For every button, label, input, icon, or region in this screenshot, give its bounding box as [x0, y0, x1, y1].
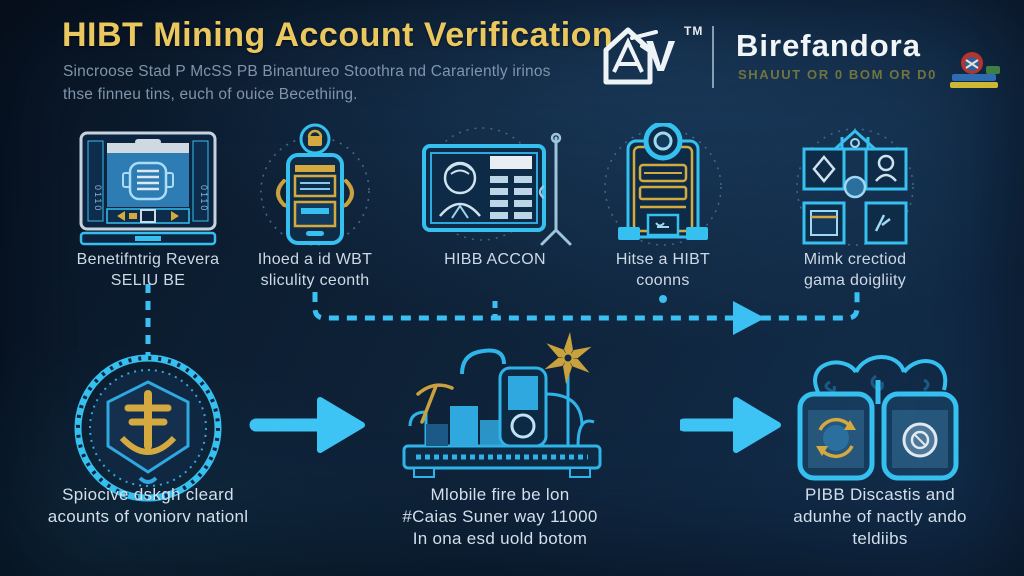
company-logo: V TM [598, 20, 718, 98]
mining-rig-icon [392, 330, 612, 480]
device-side-text-2: 0110 [199, 185, 209, 212]
step-device-setup: 0110 0110 Benetifntrig Revera SELIU B [53, 128, 243, 294]
connector-main-dashed [312, 292, 860, 321]
device-side-text: 0110 [93, 185, 103, 212]
arrow-right-icon [680, 394, 784, 456]
house-shield-icon [603, 27, 658, 85]
flow-label-rig: Mlobile fire be lon #Caias Suner way 110… [402, 485, 598, 548]
dashed-arrowhead-icon [733, 301, 765, 335]
page-title: HIBT Mining Account Verification [62, 16, 614, 54]
arrow-right-icon [246, 394, 370, 456]
page-subtitle: Sincroose Stad P McSS PB Binantureo Stoo… [63, 60, 551, 107]
step-scanner-terminal: Hitse a HIBT coonns [568, 123, 758, 294]
brand-name: Birefandora [736, 28, 921, 63]
subtitle-line-1: Sincroose Stad P McSS PB Binantureo Stoo… [63, 63, 551, 80]
step-modules-grid: Mimk crectiod gama doigliity [760, 128, 950, 294]
trademark-label: TM [684, 24, 704, 38]
connector-step4-dot [659, 295, 667, 303]
logo-letter: V [646, 32, 676, 81]
step-label: Ihoed a id WBT sliculity ceonth [257, 251, 373, 289]
step-secure-phone: Ihoed a id WBT sliculity ceonth [220, 123, 410, 294]
storage-tanks-icon [786, 346, 970, 486]
step-label: Mimk crectiod gama doigliity [803, 251, 907, 289]
step-account-panel: HIBB ACCON [400, 127, 590, 294]
phone-security-icon [248, 123, 382, 246]
brand-divider [712, 26, 714, 88]
id-panel-icon [410, 127, 580, 246]
verified-badge-icon [66, 350, 230, 514]
brand-emblem-icon [946, 50, 1004, 92]
subtitle-line-2: thse finneu tins, euch of ouice Becethii… [63, 86, 358, 104]
step-label: Benetifntrig Revera SELIU BE [76, 251, 220, 289]
flow-label-tanks: PIBB Discastis and adunhe of nactly ando… [793, 485, 967, 548]
step-label: HIBB ACCON [444, 251, 546, 268]
modules-grid-icon [780, 128, 930, 246]
step-label: Hitse a HIBT coonns [615, 251, 711, 289]
brand-tagline: SHAUUT OR 0 BOM OR D0 [738, 67, 938, 82]
tablet-miner-icon: 0110 0110 [73, 128, 223, 246]
clipboard-camera-icon [588, 123, 738, 246]
flow-label-badge: Spiocive dskgh cleard acounts of voniorv… [47, 485, 249, 526]
